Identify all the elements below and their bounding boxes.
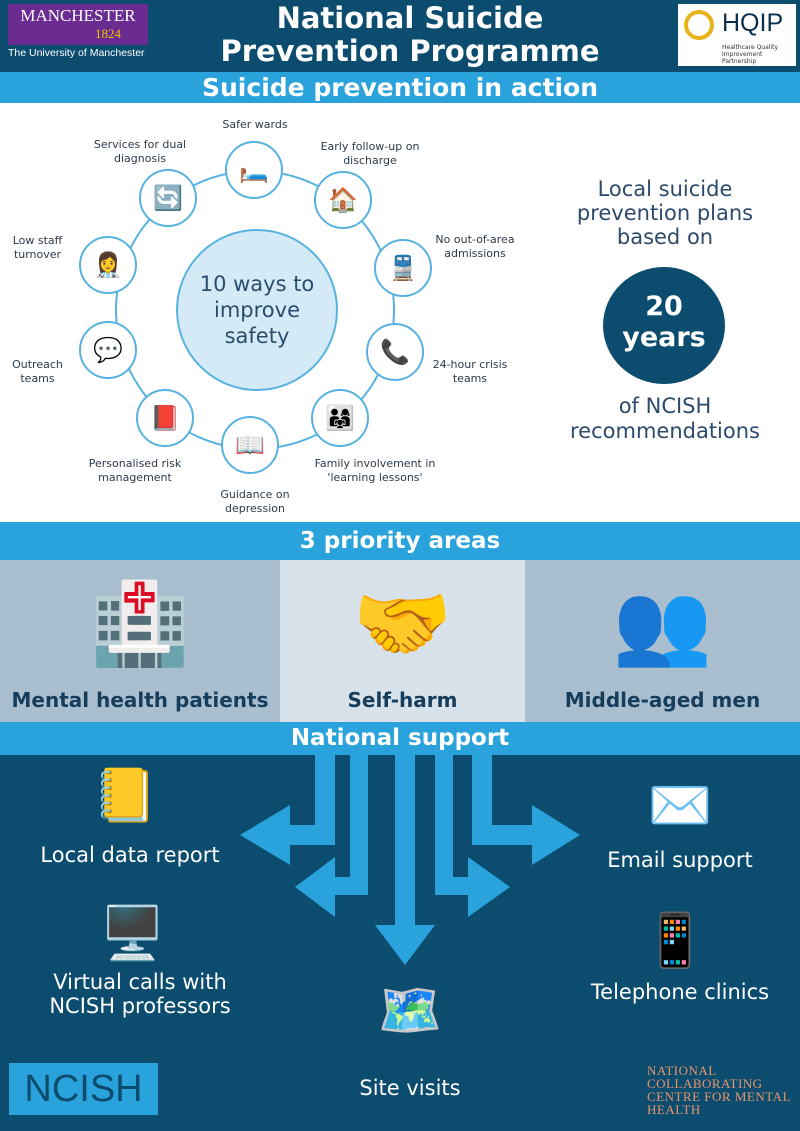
hqip-mark-icon xyxy=(684,10,714,40)
uom-logo-text: MANCHESTER xyxy=(20,6,136,25)
uom-year: 1824 xyxy=(95,26,121,41)
cycle-arrows-icon: 🔄 xyxy=(139,169,197,227)
arrow-right-upper xyxy=(472,755,580,865)
arrow-left-lower xyxy=(295,755,368,917)
support-site-visits: Site visits xyxy=(359,1076,461,1100)
arrow-right-lower xyxy=(435,755,510,917)
video-call-icon: 🖥️ xyxy=(100,904,165,964)
years-word: years xyxy=(622,322,706,353)
way-label: Services for dual diagnosis xyxy=(93,138,187,165)
hqip-name: HQIP xyxy=(722,9,784,37)
way-label: Personalised risk management xyxy=(88,457,182,484)
way-label: Safer wards xyxy=(222,118,288,131)
way-label: Guidance on depression xyxy=(220,488,290,515)
recommendations-text: of NCISH recommendations xyxy=(570,394,760,443)
hqip-subtitle: Healthcare Quality Improvement Partnersh… xyxy=(722,44,779,65)
support-email: Email support xyxy=(607,848,753,872)
uk-map-pin-icon: 🗺️ xyxy=(377,981,443,1041)
hospital-icon: 🏥 xyxy=(90,577,190,670)
book-icon: 📖 xyxy=(221,416,279,474)
support-arrows xyxy=(240,755,580,965)
ncish-logo: NCISH xyxy=(9,1063,158,1115)
conversation-icon: 💬 xyxy=(79,321,137,379)
folder-icon: 📒 xyxy=(92,766,158,826)
house-icon: 🏠 xyxy=(314,171,372,229)
bed-icon: 🛏️ xyxy=(225,141,283,199)
medical-file-icon: 📕 xyxy=(136,389,194,447)
section-title-action: Suicide prevention in action xyxy=(0,72,800,103)
nccmh-logo: NATIONAL COLLABORATING CENTRE FOR MENTAL… xyxy=(647,1063,791,1117)
arrow-left-upper xyxy=(240,755,335,865)
section-title-support: National support xyxy=(0,722,800,755)
priority-middle-aged-men: 👥 Middle-aged men xyxy=(525,560,800,722)
priority-label: Mental health patients xyxy=(11,688,269,712)
priority-mental-health-patients: 🏥 Mental health patients xyxy=(0,560,280,722)
arrow-down xyxy=(375,755,435,965)
way-label: Family involvement in 'learning lessons' xyxy=(314,457,436,484)
way-label: No out-of-area admissions xyxy=(435,233,515,260)
priority-self-harm: 🤝 Self-harm xyxy=(280,560,525,722)
way-label: Outreach teams xyxy=(12,358,63,385)
phone-24-icon: 📞 xyxy=(366,323,424,381)
years-number: 20 xyxy=(645,291,683,322)
way-label: 24-hour crisis teams xyxy=(432,358,508,385)
priority-label: Middle-aged men xyxy=(564,688,761,712)
phone-network-icon: 📱 xyxy=(642,911,708,971)
ways-hub: 10 ways to improve safety xyxy=(176,229,338,391)
joined-hands-icon: 🤝 xyxy=(352,577,453,670)
way-label: Low staff turnover xyxy=(12,234,63,261)
hqip-logo: HQIP Healthcare Quality Improvement Partn… xyxy=(678,4,796,66)
way-label: Early follow-up on discharge xyxy=(320,140,420,167)
support-telephone-clinics: Telephone clinics xyxy=(590,980,770,1004)
section-title-priority: 3 priority areas xyxy=(0,522,800,560)
plans-text: Local suicide prevention plans based on xyxy=(576,177,754,249)
men-icon: 👥 xyxy=(612,577,713,670)
support-virtual-calls: Virtual calls with NCISH professors xyxy=(49,970,231,1018)
train-icon: 🚆 xyxy=(374,239,432,297)
family-icon: 👨‍👩‍👧 xyxy=(311,389,369,447)
page-title: National Suicide Prevention Programme xyxy=(220,1,600,68)
priority-label: Self-harm xyxy=(347,688,458,712)
support-local-data-report: Local data report xyxy=(40,843,220,867)
uom-subtitle: The University of Manchester xyxy=(8,47,145,59)
nurse-icon: 👩‍⚕️ xyxy=(79,236,137,294)
hub-text: 10 ways to improve safety xyxy=(199,272,315,348)
email-icon: ✉️ xyxy=(647,776,713,836)
